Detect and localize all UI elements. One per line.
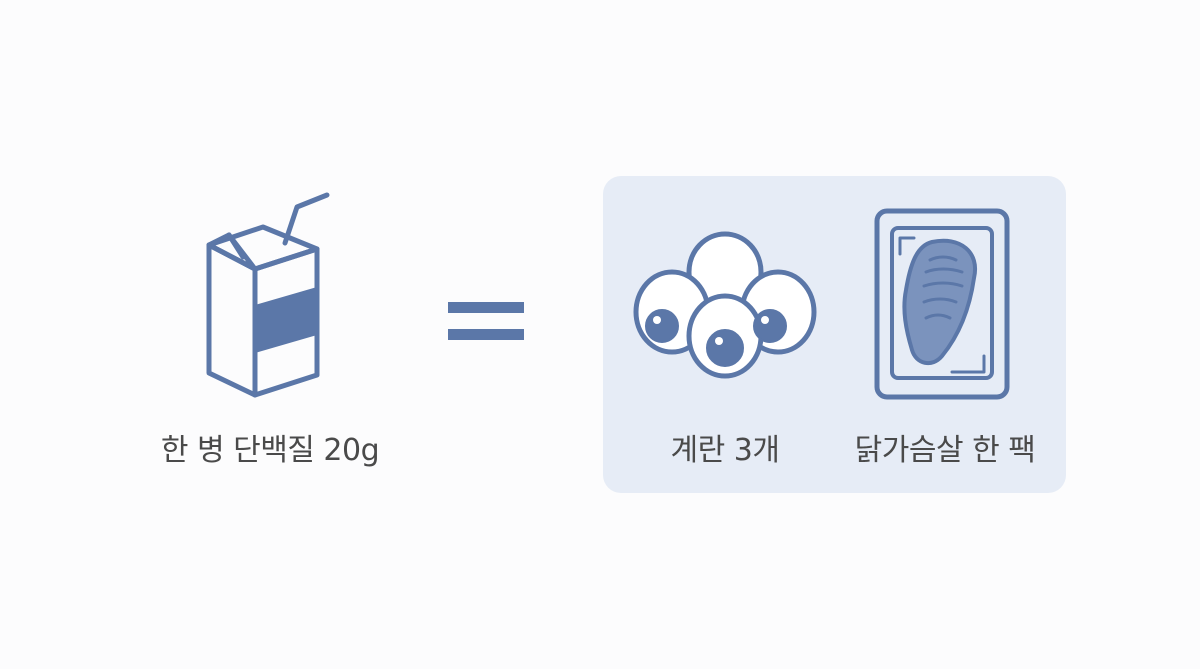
eggs-icon — [633, 231, 817, 379]
chicken-breast-pack-icon — [874, 208, 1010, 400]
protein-amount-label: 한 병 단백질 20g — [160, 433, 380, 468]
protein-drink-carton-icon — [206, 192, 330, 398]
chicken-breast-label: 닭가슴살 한 팩 — [854, 433, 1036, 468]
equals-icon — [448, 302, 524, 340]
eggs-label: 계란 3개 — [670, 433, 780, 468]
